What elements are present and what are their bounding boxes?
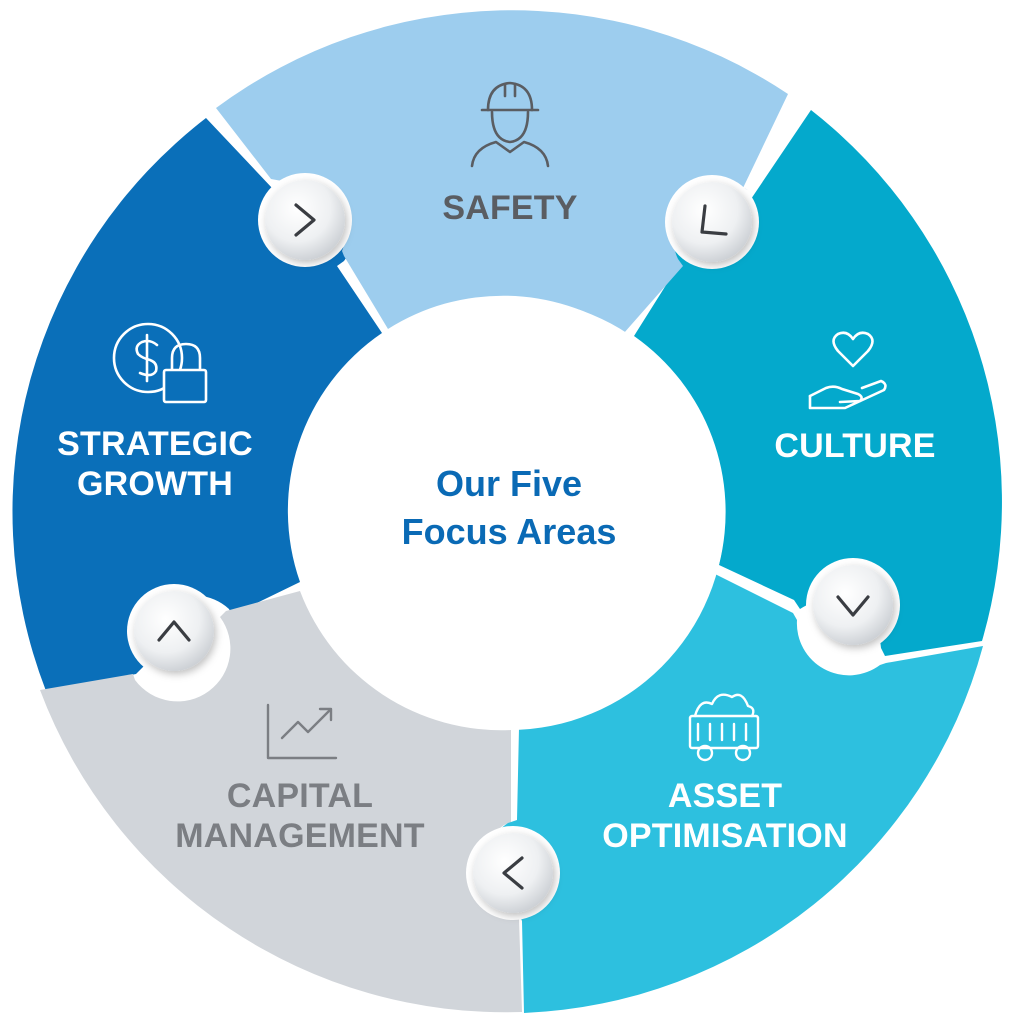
label-culture-line-1: CULTURE bbox=[774, 427, 936, 465]
label-asset-optimisation-line-1: ASSET bbox=[667, 777, 783, 815]
chevron-right-icon bbox=[294, 203, 316, 237]
label-asset-optimisation-line-2: OPTIMISATION bbox=[602, 817, 848, 855]
label-capital-management-line-1: CAPITAL bbox=[226, 777, 374, 815]
chevron-down-icon bbox=[836, 595, 870, 617]
center-title-line-1: Our Five bbox=[435, 463, 583, 504]
label-strategic-growth-line-2: GROWTH bbox=[76, 465, 234, 503]
label-asset-optimisation: ASSET OPTIMISATION bbox=[575, 776, 875, 856]
segment-safety[interactable] bbox=[216, 10, 788, 333]
label-safety: SAFETY bbox=[385, 188, 635, 228]
label-strategic-growth-line-1: STRATEGIC bbox=[57, 425, 253, 463]
label-culture: CULTURE bbox=[735, 426, 975, 466]
connector-face bbox=[813, 565, 893, 645]
connector-face bbox=[672, 182, 752, 262]
connector-button[interactable] bbox=[806, 558, 900, 652]
heart-in-hand-icon bbox=[808, 331, 887, 410]
label-safety-line-1: SAFETY bbox=[442, 189, 578, 227]
connector-button[interactable] bbox=[466, 826, 560, 920]
connector-button[interactable] bbox=[127, 584, 221, 678]
label-strategic-growth: STRATEGIC GROWTH bbox=[30, 424, 280, 504]
center-title: Our Five Focus Areas bbox=[359, 460, 659, 556]
connector-face bbox=[473, 833, 553, 913]
dollar-padlock-icon bbox=[112, 322, 208, 404]
connector-face bbox=[134, 591, 214, 671]
segment-asset-optimisation[interactable] bbox=[484, 573, 983, 1013]
chevron-up-icon bbox=[157, 620, 191, 642]
connector-button[interactable] bbox=[258, 173, 352, 267]
mining-cart-icon bbox=[688, 693, 760, 762]
chevron-down-right-icon bbox=[700, 204, 728, 236]
center-title-line-2: Focus Areas bbox=[401, 511, 617, 552]
connector-face bbox=[265, 180, 345, 260]
worker-hardhat-icon bbox=[470, 81, 550, 168]
label-capital-management: CAPITAL MANAGEMENT bbox=[150, 776, 450, 856]
connector-button[interactable] bbox=[665, 175, 759, 269]
center-hub bbox=[293, 298, 725, 730]
growth-chart-icon bbox=[266, 703, 338, 760]
label-capital-management-line-2: MANAGEMENT bbox=[175, 817, 425, 855]
segment-capital-management[interactable] bbox=[40, 591, 522, 1013]
chevron-left-icon bbox=[502, 856, 524, 890]
